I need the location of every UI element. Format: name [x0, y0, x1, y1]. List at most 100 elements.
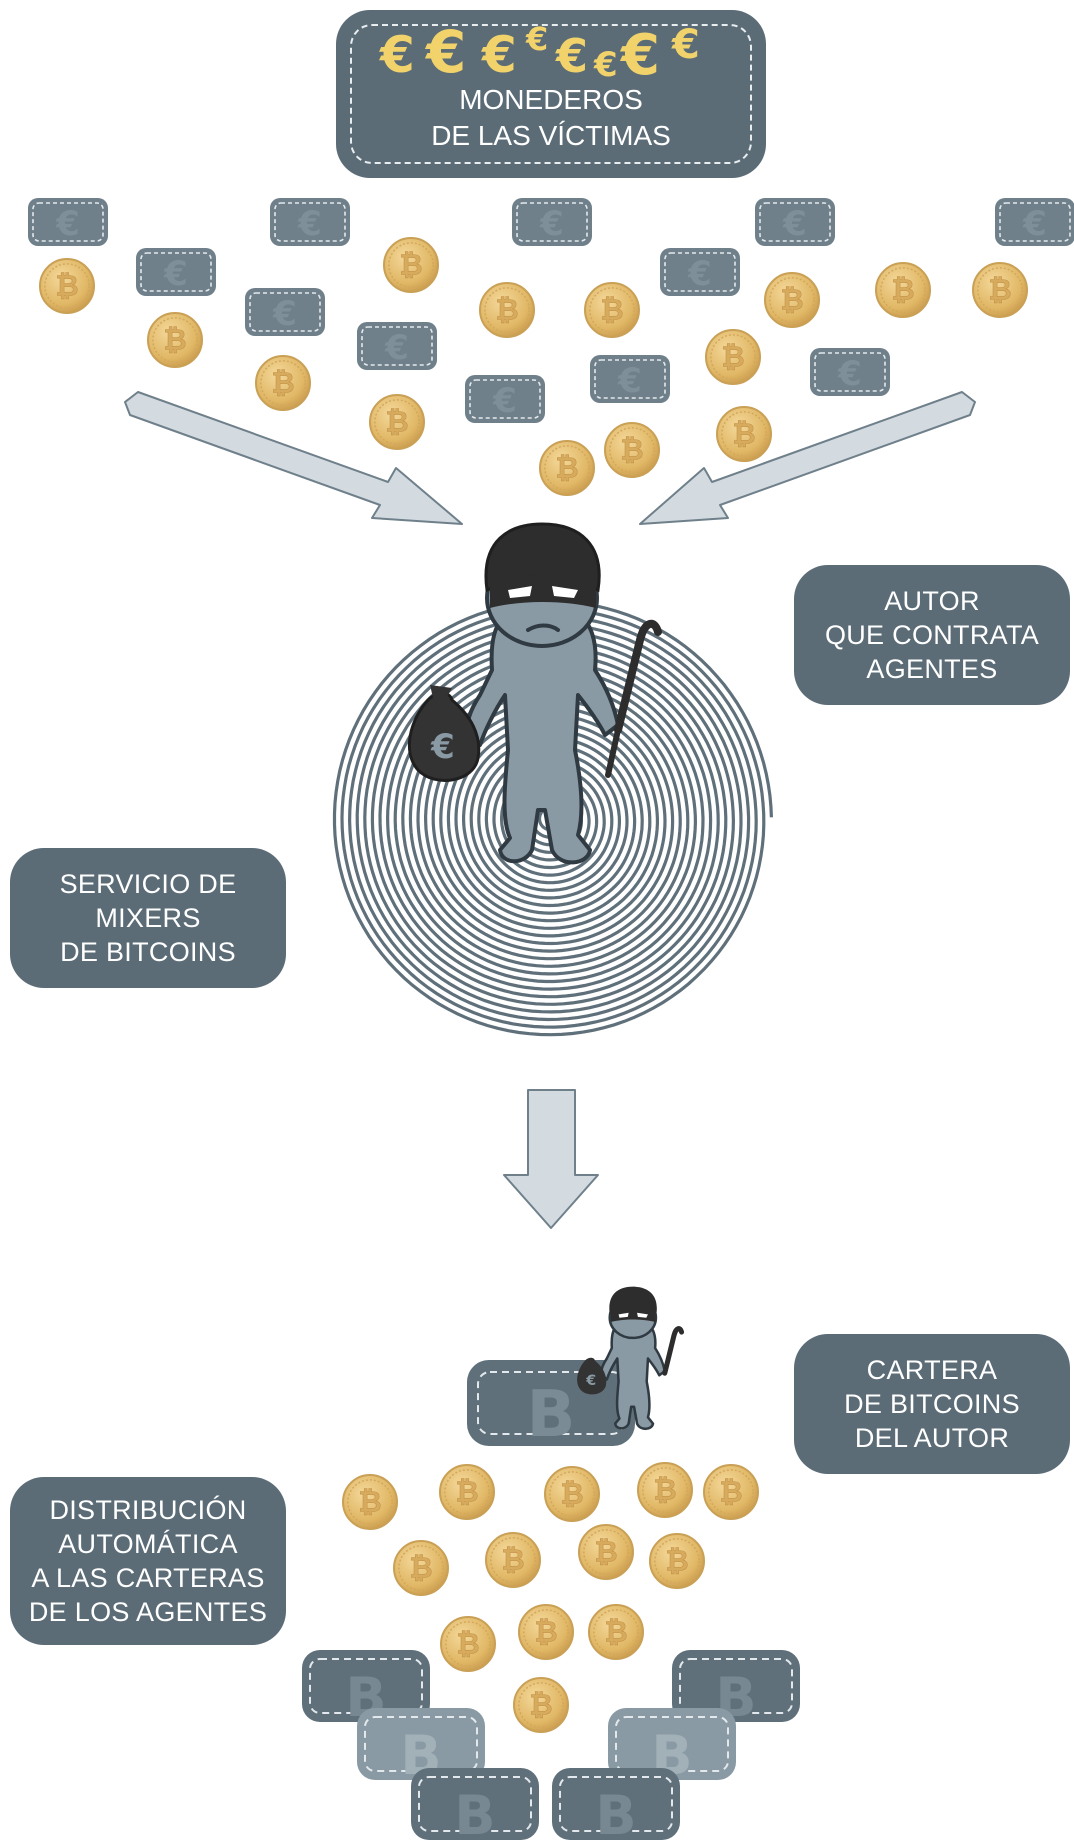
bitcoin-coin-icon: ₿	[972, 262, 1028, 318]
svg-text:₿: ₿	[456, 1628, 479, 1661]
svg-text:₿: ₿	[891, 274, 914, 307]
bitcoin-coin-icon: ₿	[439, 1464, 495, 1520]
bitcoin-coin-icon: ₿	[513, 1677, 569, 1733]
bitcoin-coin-icon: ₿	[604, 422, 660, 478]
euro-icon: €	[619, 23, 660, 80]
svg-text:€: €	[297, 204, 322, 244]
euro-icon: €	[671, 22, 700, 68]
svg-text:€: €	[1022, 204, 1047, 244]
euro-icon: €	[593, 45, 618, 80]
euro-icon: €	[555, 29, 588, 80]
svg-text:₿: ₿	[529, 1689, 552, 1722]
bitcoin-coin-icon: ₿	[369, 394, 425, 450]
svg-text:₿: ₿	[534, 1616, 557, 1649]
bitcoin-coin-icon: ₿	[716, 406, 772, 462]
svg-text:€: €	[430, 727, 455, 767]
bitcoin-coin-icon: ₿	[393, 1540, 449, 1596]
distribution-label: DISTRIBUCIÓN AUTOMÁTICA A LAS CARTERAS D…	[10, 1477, 286, 1645]
top-coins: ₿₿₿₿₿₿₿₿₿₿₿₿₿₿	[39, 237, 1028, 496]
thief-small: €	[577, 1286, 685, 1431]
svg-text:₿: ₿	[600, 294, 623, 327]
distribution-coins: ₿ ₿ ₿ ₿ ₿ ₿ ₿ ₿ ₿ ₿ ₿ ₿ ₿	[342, 1462, 759, 1733]
bitcoin-coin-icon: ₿	[342, 1474, 398, 1530]
bitcoin-coin-icon: ₿	[578, 1524, 634, 1580]
victim-wallets: € € € € € € € € € € € €	[28, 198, 1074, 423]
mixer-service-label: SERVICIO DE MIXERS DE BITCOINS	[10, 848, 286, 988]
bitcoin-coin-icon: ₿	[485, 1532, 541, 1588]
svg-text:€: €	[539, 204, 564, 244]
victims-wallets-box: € € € € € € € € MONEDEROS DE LAS VÍCTIMA…	[336, 10, 766, 178]
euro-icon: €	[379, 26, 415, 80]
svg-text:₿: ₿	[604, 1616, 627, 1649]
bitcoin-coin-icon: ₿	[588, 1604, 644, 1660]
euro-wallet-icon: €	[28, 198, 108, 246]
euro-icon: €	[525, 20, 548, 58]
euro-wallet-icon: €	[245, 288, 325, 336]
svg-text:€: €	[617, 361, 642, 401]
svg-text:₿: ₿	[55, 270, 78, 303]
svg-text:₿: ₿	[385, 406, 408, 439]
svg-text:₿: ₿	[620, 434, 643, 467]
svg-text:€: €	[163, 254, 188, 294]
bitcoin-coin-icon: ₿	[703, 1464, 759, 1520]
euro-wallet-icon: €	[810, 348, 890, 396]
svg-text:₿: ₿	[455, 1476, 478, 1509]
bitcoin-wallet-icon: B	[411, 1768, 539, 1841]
bitcoin-coin-icon: ₿	[255, 355, 311, 411]
euro-icon: €	[424, 18, 466, 80]
svg-text:₿: ₿	[495, 294, 518, 327]
euro-wallet-icon: €	[465, 375, 545, 423]
euro-wallet-icon: €	[136, 248, 216, 296]
svg-text:B: B	[454, 1784, 495, 1841]
euro-wallet-icon: €	[995, 198, 1074, 246]
bitcoin-coin-icon: ₿	[649, 1533, 705, 1589]
svg-text:B: B	[595, 1784, 636, 1841]
svg-text:₿: ₿	[719, 1476, 742, 1509]
svg-text:₿: ₿	[555, 452, 578, 485]
euro-wallet-icon: €	[755, 198, 835, 246]
svg-text:€: €	[585, 1373, 596, 1389]
bitcoin-coin-icon: ₿	[147, 312, 203, 368]
svg-text:₿: ₿	[501, 1544, 524, 1577]
bitcoin-coin-icon: ₿	[39, 258, 95, 314]
svg-text:₿: ₿	[665, 1545, 688, 1578]
bitcoin-coin-icon: ₿	[637, 1462, 693, 1518]
svg-text:₿: ₿	[653, 1474, 676, 1507]
svg-text:₿: ₿	[560, 1478, 583, 1511]
bitcoin-coin-icon: ₿	[764, 272, 820, 328]
svg-text:₿: ₿	[988, 274, 1011, 307]
svg-text:₿: ₿	[271, 367, 294, 400]
author-wallet-label: CARTERA DE BITCOINS DEL AUTOR	[794, 1334, 1070, 1474]
bitcoin-coin-icon: ₿	[584, 282, 640, 338]
svg-text:₿: ₿	[358, 1486, 381, 1519]
bitcoin-coin-icon: ₿	[539, 440, 595, 496]
euro-wallet-icon: €	[660, 248, 740, 296]
thief-large: €	[407, 522, 662, 865]
svg-text:€: €	[782, 204, 807, 244]
bitcoin-coin-icon: ₿	[440, 1616, 496, 1672]
bitcoin-coin-icon: ₿	[705, 329, 761, 385]
svg-text:€: €	[492, 381, 517, 421]
svg-text:€: €	[687, 254, 712, 294]
bitcoin-coin-icon: ₿	[875, 262, 931, 318]
author-hires-agents-label: AUTOR QUE CONTRATA AGENTES	[794, 565, 1070, 705]
svg-text:€: €	[55, 204, 80, 244]
svg-text:€: €	[384, 328, 409, 368]
svg-text:₿: ₿	[163, 324, 186, 357]
svg-text:€: €	[837, 354, 862, 394]
bitcoin-coin-icon: ₿	[479, 282, 535, 338]
bitcoin-coin-icon: ₿	[544, 1466, 600, 1522]
euro-wallet-icon: €	[512, 198, 592, 246]
right-arrow	[639, 391, 976, 525]
left-arrow	[124, 391, 463, 525]
svg-text:₿: ₿	[399, 249, 422, 282]
bitcoin-wallet-icon: B	[672, 1650, 800, 1729]
euro-symbols: € € € € € € € €	[379, 18, 700, 80]
svg-text:₿: ₿	[732, 418, 755, 451]
euro-wallet-icon: €	[357, 322, 437, 370]
svg-text:₿: ₿	[409, 1552, 432, 1585]
down-arrow	[503, 1089, 599, 1229]
svg-text:B: B	[527, 1378, 576, 1452]
